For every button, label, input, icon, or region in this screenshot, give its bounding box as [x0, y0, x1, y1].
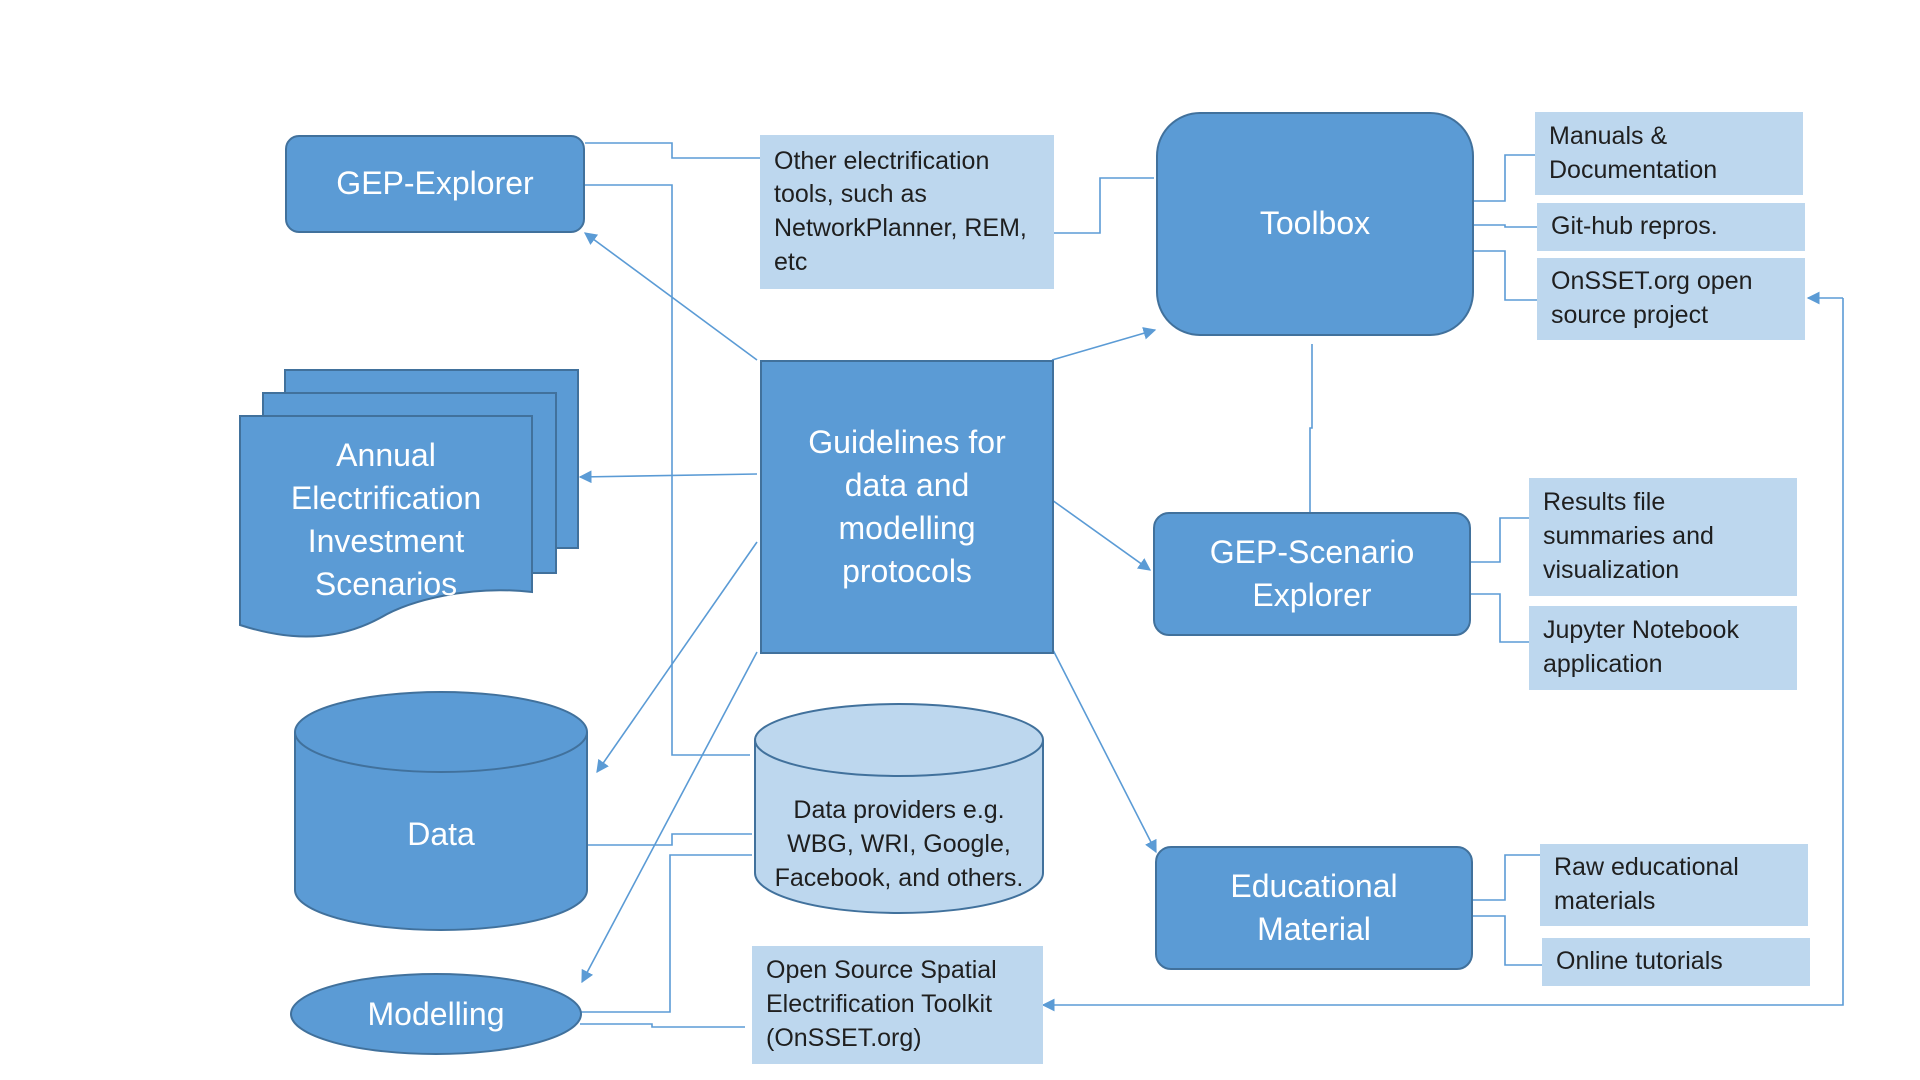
- online-tutorials-box: Online tutorials: [1542, 938, 1810, 986]
- guidelines-label: Guidelines for data and modelling protoc…: [808, 423, 1006, 590]
- arrow-guidelines-to-gep-scenario-explorer: [1051, 499, 1152, 571]
- annual-scenarios-shape: [239, 369, 579, 638]
- arrow-guidelines-to-educational: [1051, 647, 1157, 854]
- guidelines-node: Guidelines for data and modelling protoc…: [760, 360, 1054, 654]
- connector-gep-explorer-to-other-tools: [585, 142, 760, 159]
- data-providers-cylinder-shape: [754, 703, 1044, 914]
- results-summaries-label: Results file summaries and visualization: [1543, 488, 1714, 584]
- github-box: Git-hub repros.: [1537, 203, 1805, 251]
- other-tools-box: Other electrification tools, such as Net…: [760, 135, 1054, 289]
- gep-explorer-node: GEP-Explorer: [285, 135, 585, 233]
- connector-toolbox-to-github: [1473, 224, 1537, 228]
- educational-material-label: Educational Material: [1230, 867, 1398, 947]
- connector-toolbox-to-onsset-open-source: [1473, 250, 1537, 301]
- modelling-ellipse-shape: [290, 973, 582, 1055]
- manuals-label: Manuals & Documentation: [1549, 121, 1718, 184]
- connector-toolbox-to-manuals: [1473, 154, 1535, 202]
- onsset-toolkit-box: Open Source Spatial Electrification Tool…: [752, 946, 1043, 1064]
- github-label: Git-hub repros.: [1551, 212, 1718, 241]
- jupyter-label: Jupyter Notebook application: [1543, 616, 1739, 678]
- arrow-guidelines-to-modelling: [581, 651, 758, 984]
- connector-modelling-to-data-providers: [580, 854, 752, 1013]
- gep-explorer-label: GEP-Explorer: [336, 165, 534, 202]
- manuals-box: Manuals & Documentation: [1535, 112, 1803, 195]
- connector-toolbox-to-gep-scenario-explorer: [1309, 344, 1313, 512]
- connector-modelling-to-onsset-toolkit: [580, 1023, 745, 1028]
- arrow-guidelines-to-toolbox: [1051, 327, 1157, 361]
- onsset-open-source-box: OnSSET.org open source project: [1537, 258, 1805, 340]
- raw-materials-box: Raw educational materials: [1540, 844, 1808, 926]
- results-summaries-box: Results file summaries and visualization: [1529, 478, 1797, 596]
- connector-educational-to-tutorials: [1471, 915, 1542, 966]
- arrow-guidelines-to-scenarios: [578, 470, 758, 484]
- modelling-label: Modelling: [367, 996, 505, 1033]
- onsset-open-source-label: OnSSET.org open source project: [1551, 267, 1753, 329]
- online-tutorials-label: Online tutorials: [1556, 947, 1723, 976]
- connector-gep-scenario-to-results: [1468, 517, 1529, 563]
- arrow-guidelines-to-data: [596, 541, 758, 774]
- data-providers-label: Data providers e.g. WBG, WRI, Google, Fa…: [774, 796, 1024, 892]
- toolbox-label: Toolbox: [1259, 205, 1371, 242]
- jupyter-box: Jupyter Notebook application: [1529, 606, 1797, 690]
- raw-materials-label: Raw educational materials: [1554, 853, 1739, 915]
- connector-data-to-data-providers: [586, 833, 752, 846]
- annual-scenarios-label: Annual Electrification Investment Scenar…: [290, 436, 482, 603]
- data-cylinder-shape: [294, 691, 588, 931]
- other-tools-label: Other electrification tools, such as Net…: [774, 146, 1027, 276]
- gep-scenario-explorer-node: GEP-Scenario Explorer: [1153, 512, 1471, 636]
- educational-material-node: Educational Material: [1155, 846, 1473, 970]
- connector-other-tools-to-toolbox: [1052, 177, 1154, 234]
- arrow-loop-to-onsset-toolkit: [1041, 298, 1844, 1012]
- connector-gep-explorer-to-data-providers: [585, 184, 750, 756]
- onsset-toolkit-label: Open Source Spatial Electrification Tool…: [766, 956, 997, 1052]
- gep-scenario-explorer-label: GEP-Scenario Explorer: [1209, 533, 1415, 613]
- arrow-guidelines-to-gep-explorer: [583, 232, 758, 361]
- connector-gep-scenario-to-jupyter: [1468, 593, 1529, 643]
- toolbox-node: Toolbox: [1156, 112, 1474, 336]
- data-label: Data: [407, 816, 475, 853]
- connector-educational-to-raw: [1471, 854, 1540, 901]
